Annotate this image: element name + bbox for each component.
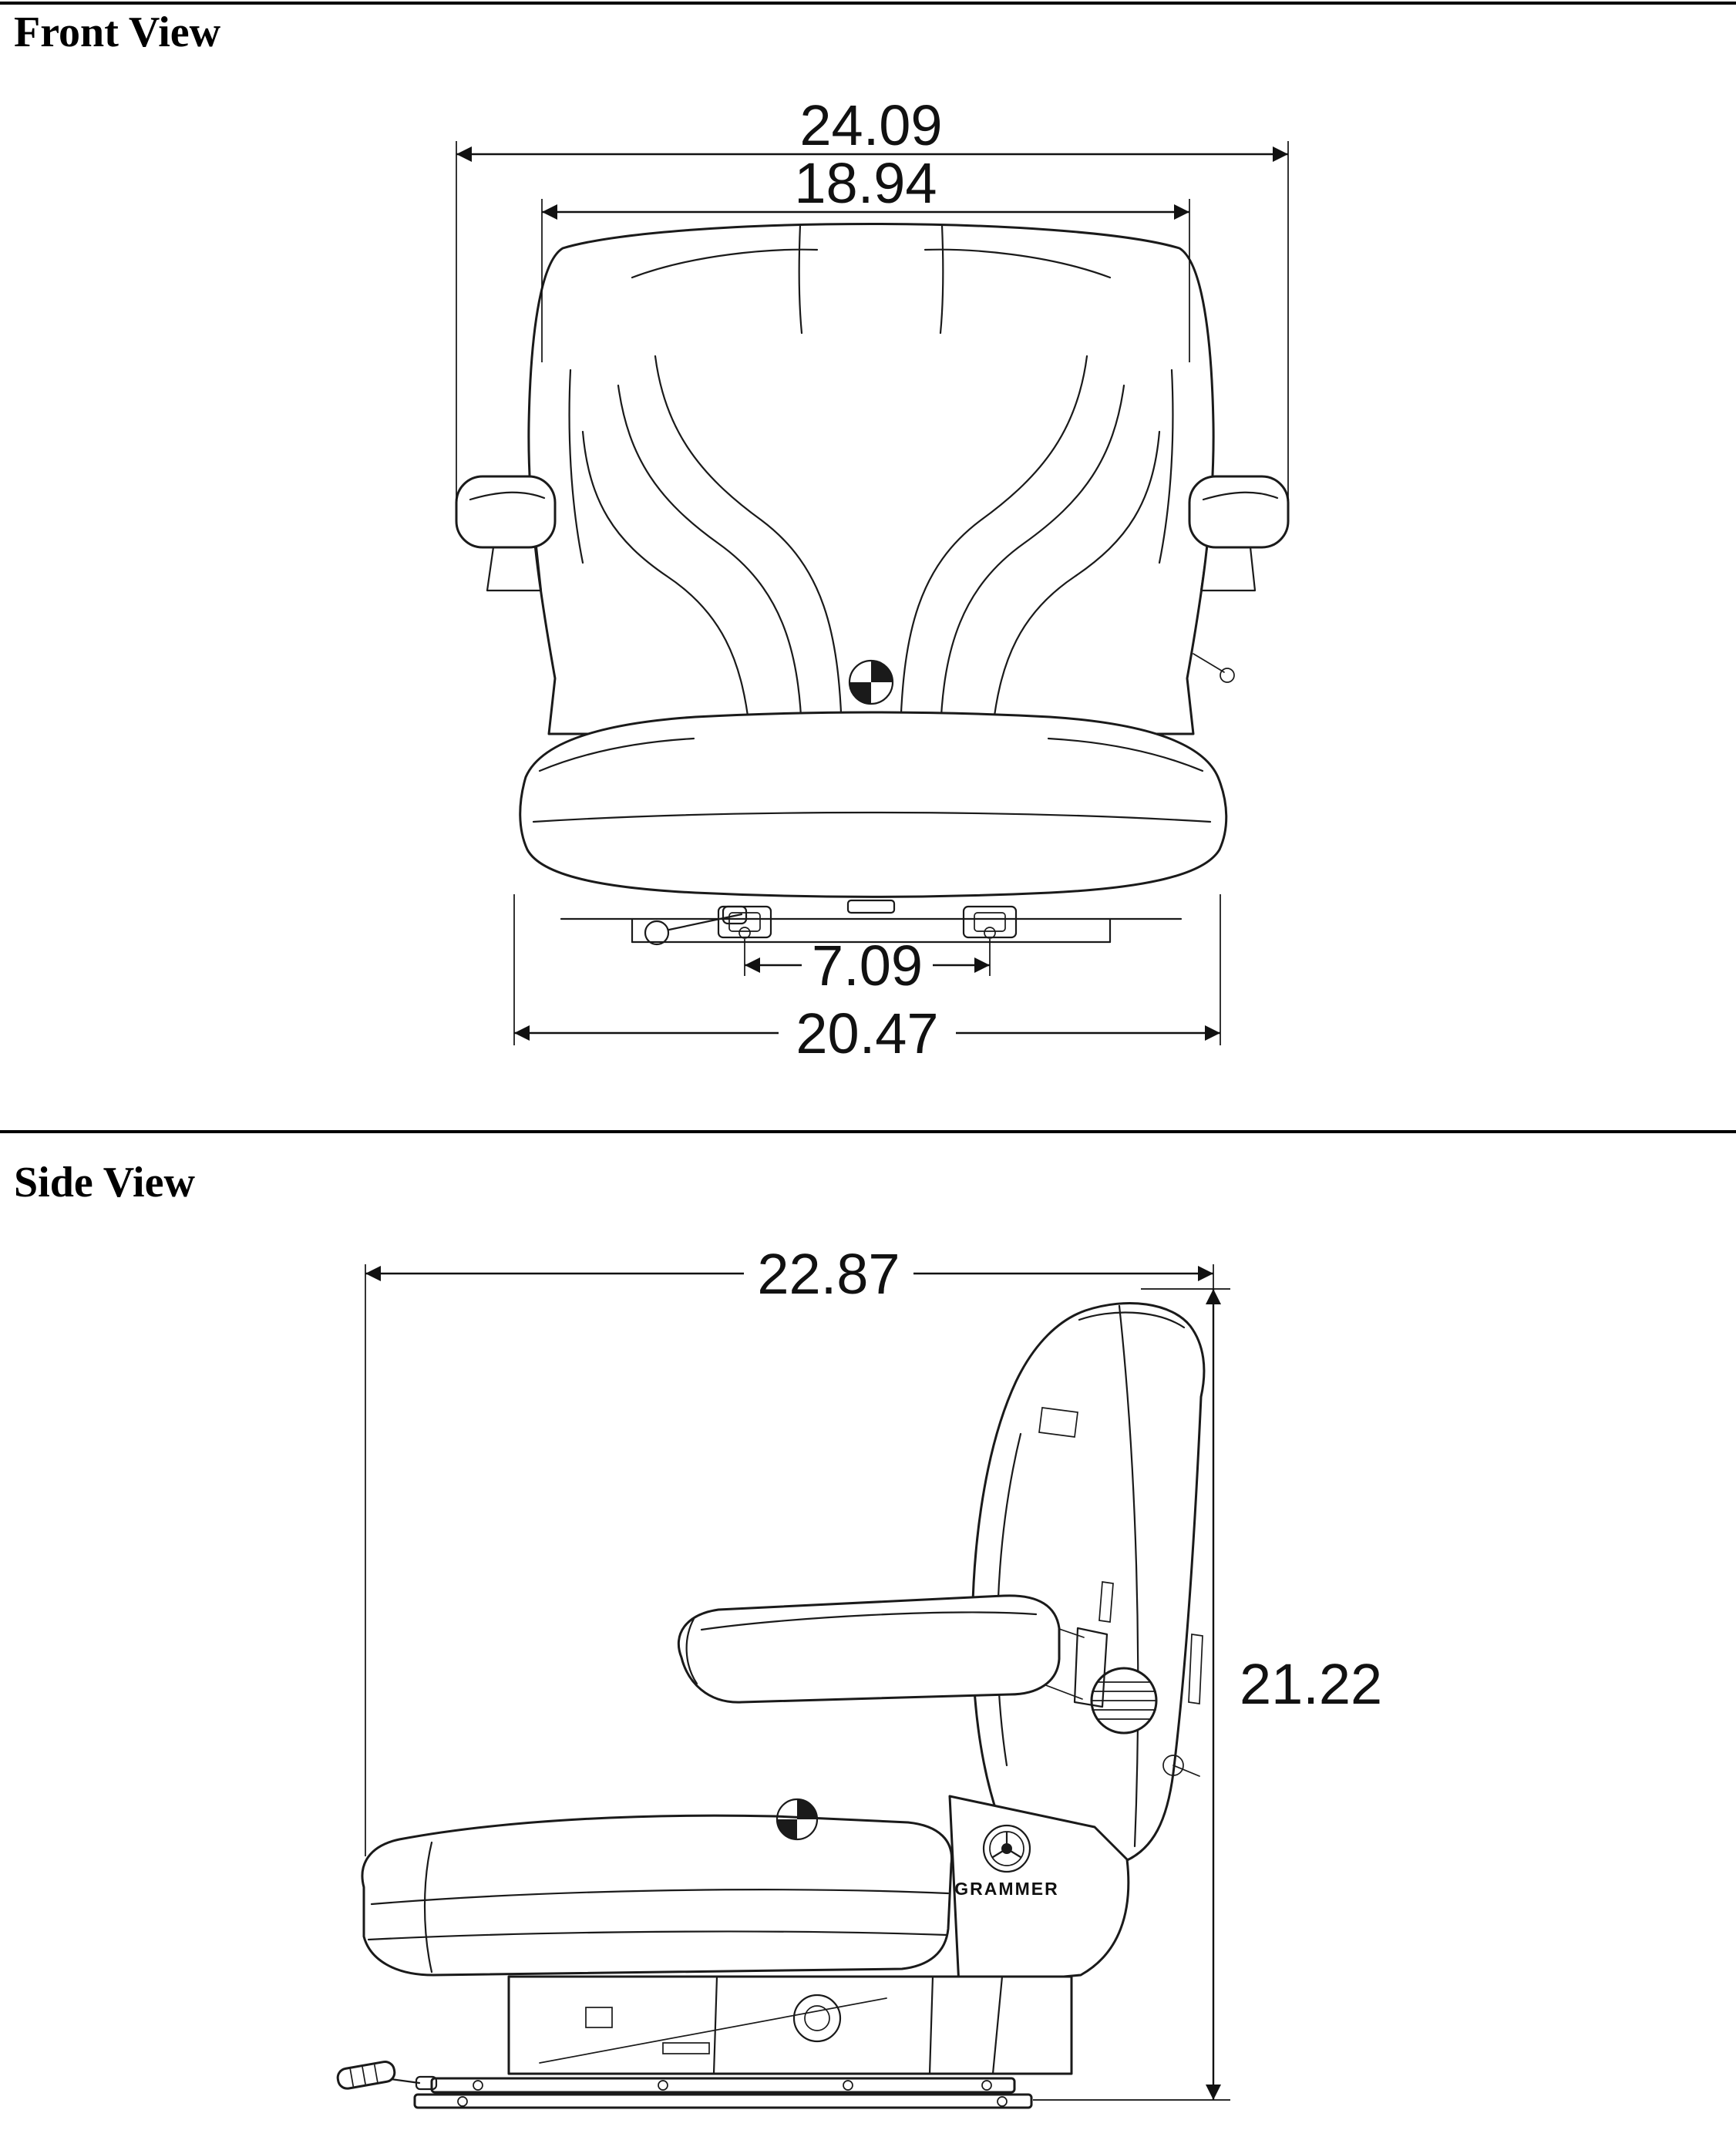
- front-view-title: Front View: [14, 8, 221, 56]
- dim-base-width-value: 20.47: [796, 1001, 938, 1065]
- side-view-section: Side View: [14, 1159, 1382, 2109]
- side-brand-emblem: GRAMMER: [954, 1824, 1058, 1899]
- side-seat-base: [507, 1975, 1073, 2075]
- side-seat-cushion: [361, 1814, 953, 1977]
- side-recline-knob: [1090, 1667, 1200, 1777]
- dim-overall-depth-value: 22.87: [757, 1242, 900, 1306]
- dim-overall-height: 21.22: [1033, 1288, 1382, 2101]
- front-seat-cushion: [519, 711, 1228, 898]
- dim-backrest-width-value: 18.94: [794, 151, 937, 215]
- side-seat-rails: [413, 2077, 1033, 2109]
- front-right-mount-bracket: [962, 905, 1018, 939]
- dim-overall-depth: 22.87: [365, 1242, 1214, 1856]
- front-left-armrest: [455, 475, 557, 592]
- dim-mount-spacing: 7.09: [738, 927, 996, 998]
- dim-overall-width: 24.09: [456, 93, 1289, 501]
- dim-overall-height-value: 21.22: [1240, 1652, 1382, 1716]
- side-armrest: [677, 1594, 1109, 1708]
- brand-label: GRAMMER: [954, 1879, 1058, 1899]
- side-view-dimensions: 22.87 21.22: [365, 1242, 1382, 2101]
- front-adjuster-lever: [644, 905, 748, 946]
- front-seat-base: [560, 899, 1183, 946]
- dim-backrest-width: 18.94: [541, 151, 1190, 362]
- side-center-of-gravity-icon: [775, 1798, 819, 1841]
- front-left-mount-bracket: [717, 905, 772, 939]
- front-right-armrest: [1188, 475, 1290, 592]
- front-view-section: Front View: [14, 8, 1290, 1065]
- side-view-title: Side View: [14, 1159, 195, 1206]
- front-view-dimensions: 24.09 18.94 7.09: [456, 93, 1289, 1065]
- front-seat-backrest: [527, 223, 1235, 735]
- front-center-of-gravity-icon: [848, 659, 894, 705]
- dim-mount-spacing-value: 7.09: [812, 934, 923, 998]
- dim-overall-width-value: 24.09: [799, 93, 942, 157]
- dim-base-width: 20.47: [513, 894, 1221, 1065]
- side-slide-lever: [336, 2061, 438, 2091]
- side-seat-backrest: [971, 1302, 1206, 1876]
- side-suspension-housing: [948, 1795, 1130, 1987]
